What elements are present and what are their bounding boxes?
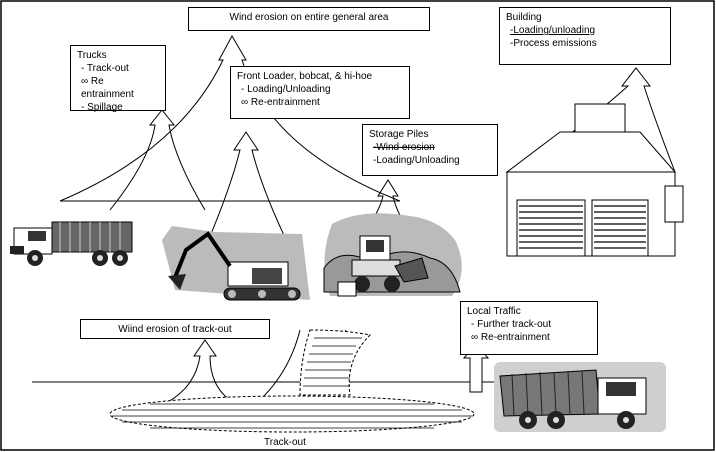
trucks-box: Trucks - Track-out ∞ Re entrainment - Sp… [70, 45, 166, 113]
trucks-title: Trucks [77, 50, 107, 61]
storage-piles-illustration [323, 213, 462, 297]
front-loader-box: Front Loader, bobcat, & hi-hoe - Loading… [230, 66, 410, 119]
local-traffic-box: Local Traffic - Further track-out ∞ Re-e… [460, 301, 598, 355]
track-out-label: Track-out [264, 437, 306, 448]
trucks-item: - Spillage [81, 102, 123, 113]
storage-piles-item: -Loading/Unloading [373, 155, 460, 166]
track-out-erosion-title: Wiind erosion of track-out [118, 324, 232, 335]
track-out-plume-left [159, 339, 241, 407]
local-traffic-item: ∞ Re-entrainment [471, 332, 550, 343]
building-item: -Process emissions [510, 38, 597, 49]
building-title: Building [506, 12, 542, 23]
building-item: -Loading/unloading [510, 25, 596, 36]
track-out-edge-left [261, 329, 301, 399]
general-area-box: Wind erosion on entire general area [188, 7, 430, 31]
track-out-erosion-box: Wiind erosion of track-out [80, 319, 270, 339]
storage-piles-box: Storage Piles -Wind erosion -Loading/Unl… [362, 124, 498, 176]
trucks-item: ∞ Re entrainment [81, 76, 134, 100]
front-loader-item: - Loading/Unloading [241, 84, 331, 95]
dump-truck-illustration [10, 221, 133, 266]
local-traffic-item: - Further track-out [471, 319, 552, 330]
building-door-right [591, 199, 649, 257]
front-loader-item: ∞ Re-entrainment [241, 97, 320, 108]
general-area-title: Wind erosion on entire general area [229, 12, 389, 23]
building-box: Building -Loading/unloading -Process emi… [499, 7, 671, 65]
local-traffic-title: Local Traffic [467, 306, 521, 317]
front-loader-plume [204, 131, 291, 249]
storage-piles-title: Storage Piles [369, 129, 429, 140]
track-out-patch [109, 329, 475, 433]
excavator-illustration [162, 226, 310, 301]
local-traffic-truck-illustration [494, 362, 666, 432]
front-loader-title: Front Loader, bobcat, & hi-hoe [237, 71, 373, 82]
storage-piles-item: -Wind erosion [373, 142, 435, 153]
building-illustration [505, 103, 684, 257]
building-door-left [516, 199, 586, 257]
trucks-item: - Track-out [81, 63, 129, 74]
